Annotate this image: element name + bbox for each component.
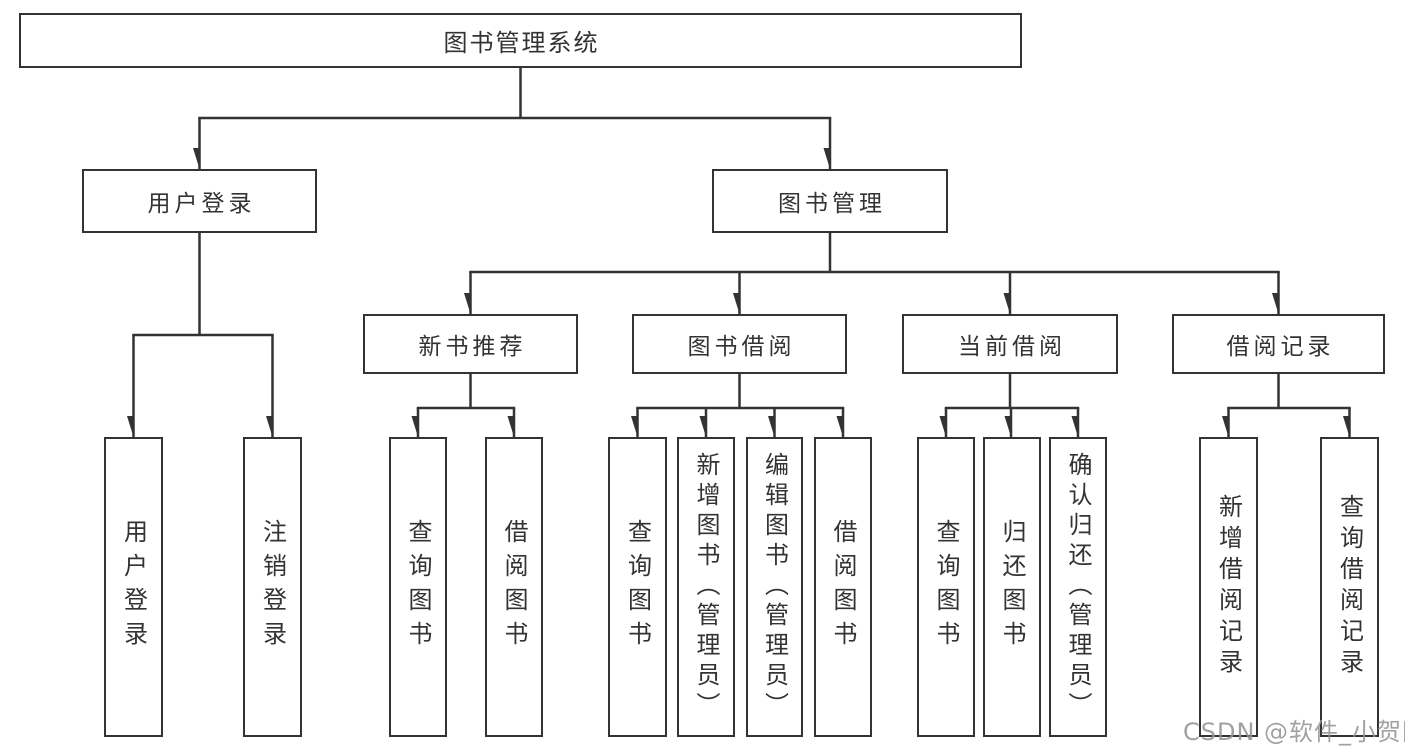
leaf-borrow-book: 借阅图书 xyxy=(814,437,872,737)
node-user-login: 用户登录 xyxy=(82,169,317,233)
node-label: 当前借阅 xyxy=(958,334,1066,360)
node-label: 图书管理系统 xyxy=(443,29,600,57)
leaf-label: 确认归还（管理员） xyxy=(1064,452,1092,722)
leaf-label: 借阅图书 xyxy=(829,519,857,655)
csdn-watermark: CSDN @软件_小贺同学 xyxy=(1183,718,1405,746)
node-label: 新书推荐 xyxy=(418,334,527,360)
node-current-borrowing: 当前借阅 xyxy=(902,314,1118,374)
leaf-label: 新增借阅记录 xyxy=(1214,494,1243,680)
leaf-user-login: 用户登录 xyxy=(104,437,163,737)
node-borrow-records: 借阅记录 xyxy=(1172,314,1385,374)
leaf-label: 查询图书 xyxy=(623,519,652,655)
leaf-label: 注销登录 xyxy=(258,519,287,655)
node-new-book-recommend: 新书推荐 xyxy=(363,314,578,374)
leaf-return-book: 归还图书 xyxy=(983,437,1041,737)
leaf-label: 查询图书 xyxy=(404,519,432,655)
leaf-edit-book-admin: 编辑图书（管理员） xyxy=(746,437,803,737)
leaf-label: 归还图书 xyxy=(998,519,1026,655)
leaf-label: 编辑图书（管理员） xyxy=(760,452,789,722)
leaf-label: 查询图书 xyxy=(932,519,960,655)
leaf-label: 借阅图书 xyxy=(500,519,528,655)
leaf-query-book-current: 查询图书 xyxy=(917,437,975,737)
node-label: 图书借阅 xyxy=(687,334,796,360)
leaf-query-book-borrowing: 查询图书 xyxy=(608,437,667,737)
node-book-management: 图书管理 xyxy=(712,169,948,233)
leaf-logout: 注销登录 xyxy=(243,437,302,737)
node-label: 图书管理 xyxy=(778,191,886,217)
node-label: 用户登录 xyxy=(147,191,256,217)
node-book-borrowing: 图书借阅 xyxy=(632,314,847,374)
leaf-label: 查询借阅记录 xyxy=(1335,494,1364,680)
leaf-add-borrow-record: 新增借阅记录 xyxy=(1199,437,1258,737)
leaf-query-borrow-record: 查询借阅记录 xyxy=(1320,437,1379,737)
leaf-label: 新增图书（管理员） xyxy=(692,452,720,722)
node-label: 借阅记录 xyxy=(1226,334,1335,360)
leaf-borrow-book-recommend: 借阅图书 xyxy=(485,437,543,737)
node-library-management-system: 图书管理系统 xyxy=(19,13,1022,68)
leaf-query-book-recommend: 查询图书 xyxy=(389,437,447,737)
leaf-add-book-admin: 新增图书（管理员） xyxy=(677,437,735,737)
leaf-label: 用户登录 xyxy=(119,519,148,655)
leaf-confirm-return-admin: 确认归还（管理员） xyxy=(1049,437,1107,737)
